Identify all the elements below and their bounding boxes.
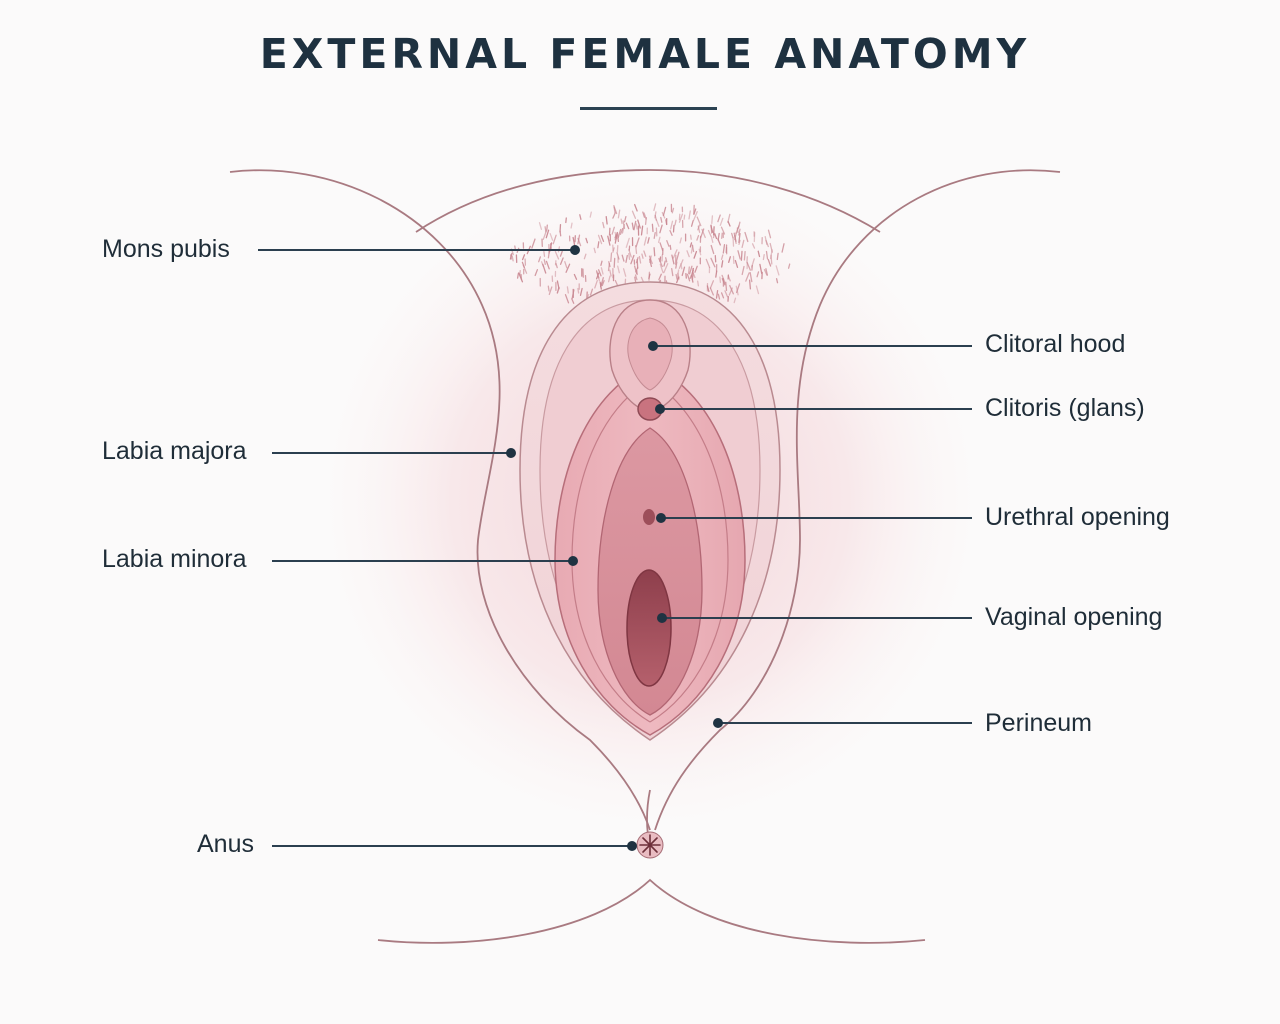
hair-stroke	[698, 281, 699, 286]
label-clitoris: Clitoris (glans)	[985, 393, 1145, 423]
hair-stroke	[741, 251, 742, 260]
hair-stroke	[637, 260, 638, 269]
hair-stroke	[726, 282, 727, 290]
hair-stroke	[611, 253, 612, 261]
hair-stroke	[674, 225, 675, 232]
hair-stroke	[547, 225, 548, 230]
hair-stroke	[567, 287, 568, 293]
label-vaginal-opening: Vaginal opening	[985, 602, 1162, 632]
anus-shape	[637, 832, 663, 858]
label-urethral-opening: Urethral opening	[985, 502, 1170, 532]
hair-stroke	[598, 242, 599, 248]
dot-anus	[627, 841, 637, 851]
dot-clitoral-hood	[648, 341, 658, 351]
hair-stroke	[606, 217, 607, 224]
label-anus: Anus	[197, 829, 254, 859]
hair-stroke	[621, 219, 622, 223]
hair-stroke	[691, 235, 692, 239]
hair-stroke	[670, 245, 671, 249]
hair-stroke	[720, 277, 721, 282]
hair-stroke	[777, 279, 778, 283]
dot-urethral-opening	[656, 513, 666, 523]
hair-stroke	[654, 248, 655, 256]
hair-stroke	[777, 253, 778, 259]
hair-stroke	[763, 255, 764, 260]
dot-labia-majora	[506, 448, 516, 458]
hair-stroke	[722, 233, 723, 238]
hair-stroke	[716, 271, 717, 277]
hair-stroke	[689, 267, 690, 274]
label-perineum: Perineum	[985, 708, 1092, 738]
hair-stroke	[636, 224, 637, 229]
urethral-opening-shape	[643, 509, 655, 525]
hair-stroke	[544, 252, 545, 257]
label-labia-minora: Labia minora	[102, 544, 247, 574]
hair-stroke	[578, 289, 579, 294]
hair-stroke	[560, 231, 561, 236]
label-mons-pubis: Mons pubis	[102, 234, 230, 264]
hair-stroke	[771, 255, 772, 264]
hair-stroke	[545, 227, 546, 232]
hair-stroke	[614, 258, 615, 267]
hair-stroke	[548, 286, 549, 291]
vaginal-opening-shape	[627, 570, 671, 686]
hair-stroke	[712, 216, 713, 223]
label-clitoral-hood: Clitoral hood	[985, 329, 1125, 359]
hair-stroke	[750, 280, 751, 289]
dot-mons-pubis	[570, 245, 580, 255]
hair-stroke	[635, 277, 636, 282]
hair-stroke	[566, 218, 567, 223]
dot-labia-minora	[568, 556, 578, 566]
hair-stroke	[571, 223, 572, 228]
hair-stroke	[518, 273, 519, 278]
hair-stroke	[744, 252, 745, 260]
dot-vaginal-opening	[657, 613, 667, 623]
label-labia-majora: Labia majora	[102, 436, 247, 466]
hair-stroke	[512, 256, 513, 261]
dot-clitoris	[655, 404, 665, 414]
hair-stroke	[629, 254, 630, 260]
hair-stroke	[636, 246, 637, 254]
hair-stroke	[652, 224, 653, 231]
dot-perineum	[713, 718, 723, 728]
hair-stroke	[684, 215, 685, 219]
